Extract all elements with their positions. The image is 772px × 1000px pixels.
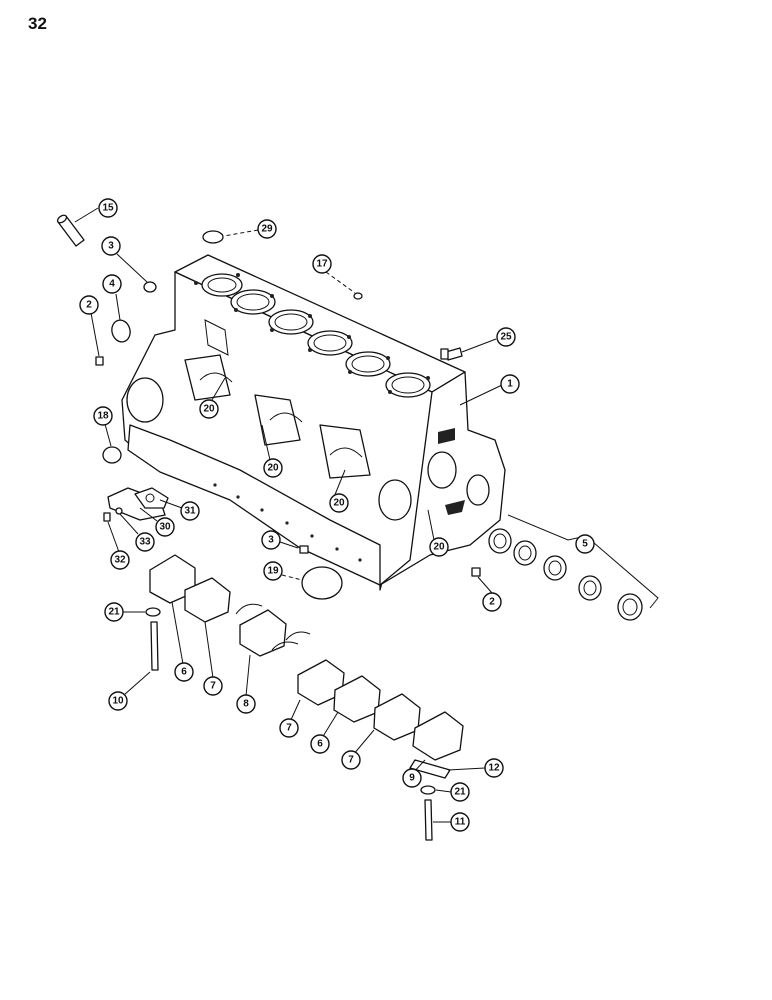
callout-7: 7: [203, 676, 223, 696]
ball-plug: [353, 292, 363, 300]
svg-text:20: 20: [203, 404, 215, 415]
expansion-plug-rear: [301, 566, 343, 600]
callout-5: 5: [575, 534, 595, 554]
expansion-plug-large: [111, 319, 131, 343]
svg-text:12: 12: [488, 763, 500, 774]
svg-text:5: 5: [582, 539, 588, 550]
svg-text:11: 11: [455, 817, 466, 828]
svg-text:2: 2: [489, 597, 495, 608]
cover-screw: [103, 507, 123, 522]
svg-text:8: 8: [243, 699, 249, 710]
core-plug-top: [202, 230, 224, 244]
callout-20: 20: [263, 458, 283, 478]
callout-18: 18: [93, 406, 113, 426]
cover-plate-and-gasket: [107, 487, 169, 521]
callout-25: 25: [496, 327, 516, 347]
svg-text:21: 21: [108, 607, 120, 618]
cylinder-block: [121, 254, 506, 591]
svg-text:33: 33: [139, 537, 151, 548]
svg-text:4: 4: [109, 279, 115, 290]
callout-20: 20: [429, 537, 449, 557]
callout-20: 20: [329, 493, 349, 513]
svg-text:18: 18: [97, 411, 109, 422]
callout-11: 11: [450, 812, 470, 832]
leader-lines: [74, 207, 659, 823]
callout-4: 4: [102, 274, 122, 294]
svg-text:7: 7: [286, 723, 292, 734]
svg-text:19: 19: [267, 566, 279, 577]
callout-29: 29: [257, 219, 277, 239]
svg-text:20: 20: [433, 542, 445, 553]
callout-6: 6: [310, 734, 330, 754]
callout-21: 21: [450, 782, 470, 802]
callout-12: 12: [484, 758, 504, 778]
callout-17: 17: [312, 254, 332, 274]
callout-32: 32: [110, 550, 130, 570]
pipe-plug-lower: [299, 545, 481, 577]
svg-text:21: 21: [454, 787, 466, 798]
callout-21: 21: [104, 602, 124, 622]
svg-text:3: 3: [268, 535, 274, 546]
svg-text:7: 7: [348, 755, 354, 766]
main-bearing-caps: [149, 554, 464, 761]
svg-text:10: 10: [112, 696, 124, 707]
pipe-plug: [95, 356, 104, 366]
svg-text:1: 1: [507, 379, 513, 390]
svg-text:6: 6: [181, 667, 187, 678]
callout-8: 8: [236, 694, 256, 714]
svg-text:7: 7: [210, 681, 216, 692]
callout-2: 2: [79, 295, 99, 315]
rear-plug: [102, 446, 122, 464]
callout-7: 7: [279, 718, 299, 738]
svg-text:20: 20: [333, 498, 345, 509]
thrust-washers: [235, 603, 311, 651]
svg-text:2: 2: [86, 300, 92, 311]
callout-3: 3: [261, 530, 281, 550]
callout-3: 3: [101, 236, 121, 256]
callout-31: 31: [180, 501, 200, 521]
callout-30: 30: [155, 517, 175, 537]
svg-text:3: 3: [108, 241, 114, 252]
svg-text:17: 17: [316, 259, 328, 270]
callout-20: 20: [199, 399, 219, 419]
callout-1: 1: [500, 374, 520, 394]
camshaft-bearings: [488, 528, 643, 621]
svg-text:29: 29: [261, 224, 273, 235]
dowel-pin: [56, 214, 85, 247]
svg-text:31: 31: [184, 506, 196, 517]
svg-text:20: 20: [267, 463, 279, 474]
callout-6: 6: [174, 662, 194, 682]
expansion-plug-small: [143, 281, 157, 293]
page-number: 32: [28, 14, 47, 33]
callout-33: 33: [135, 532, 155, 552]
callout-15: 15: [98, 198, 118, 218]
callout-19: 19: [263, 561, 283, 581]
svg-text:6: 6: [317, 739, 323, 750]
fitting-bolt: [440, 347, 463, 361]
bolts-and-washers: [145, 607, 451, 841]
svg-text:9: 9: [409, 773, 415, 784]
svg-text:15: 15: [102, 203, 114, 214]
callout-10: 10: [108, 691, 128, 711]
callout-2: 2: [482, 592, 502, 612]
svg-text:30: 30: [159, 522, 171, 533]
callout-9: 9: [402, 768, 422, 788]
svg-text:25: 25: [500, 332, 512, 343]
svg-text:32: 32: [114, 555, 126, 566]
callout-7: 7: [341, 750, 361, 770]
